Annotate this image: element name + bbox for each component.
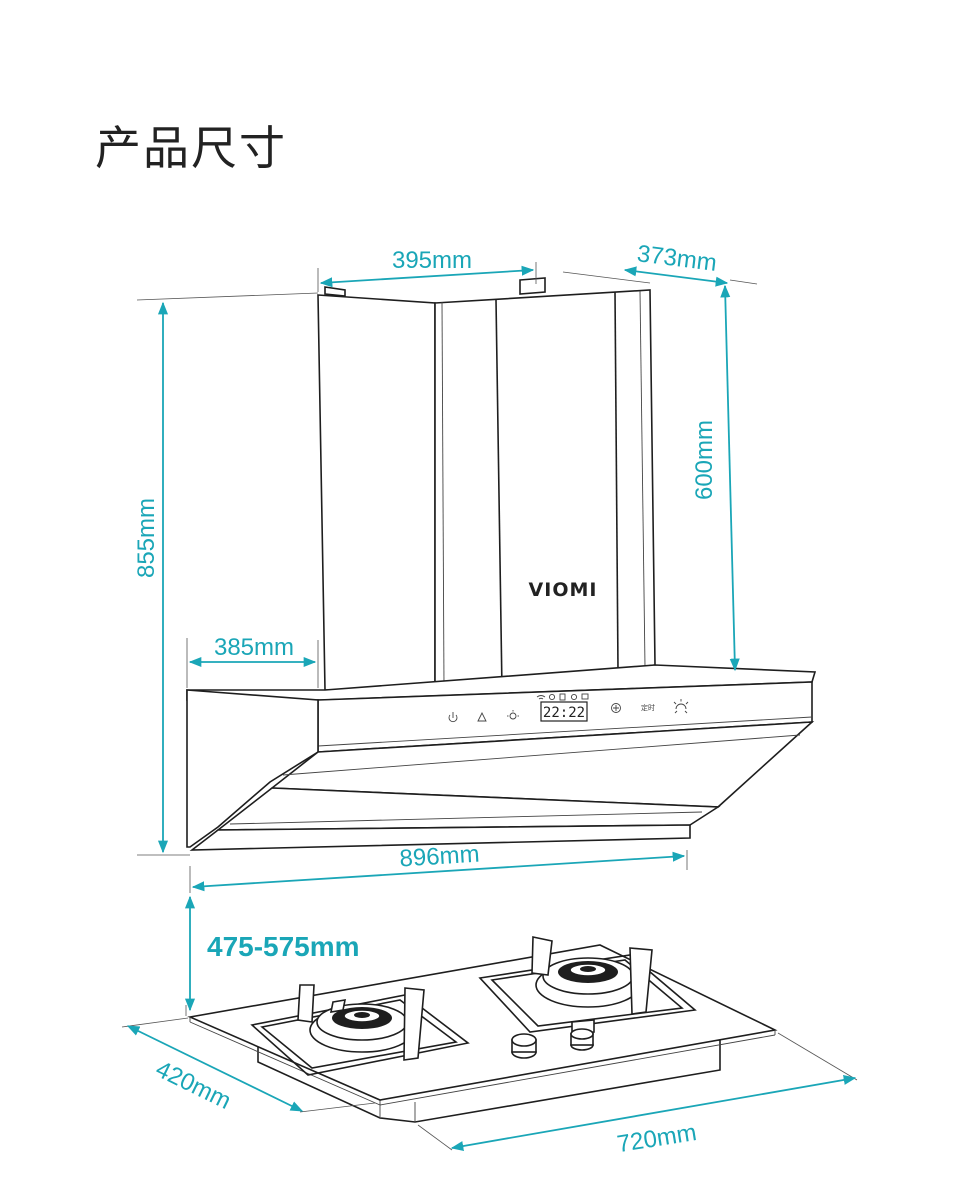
gas-stove bbox=[187, 936, 778, 1123]
fan-icon[interactable] bbox=[611, 703, 621, 713]
dimension-lines: 395mm 373mm 600mm 855mm 385mm 896mm 475-… bbox=[121, 240, 858, 1158]
status-icons-row bbox=[536, 693, 589, 701]
left-knob[interactable] bbox=[511, 1033, 537, 1059]
dim-stove-depth: 420mm bbox=[151, 1056, 235, 1115]
left-burner bbox=[250, 984, 470, 1076]
hood-body bbox=[186, 664, 817, 851]
dim-install-height: 475-575mm bbox=[207, 931, 360, 962]
brand-logo: VIOMI bbox=[529, 579, 598, 601]
clock-time: 22:22 bbox=[543, 705, 585, 721]
bell-icon[interactable] bbox=[477, 711, 487, 722]
control-panel: 22:22 定时 bbox=[448, 693, 689, 723]
right-knob[interactable] bbox=[570, 1028, 594, 1051]
dim-hood-width: 896mm bbox=[399, 841, 481, 873]
page-title: 产品尺寸 bbox=[95, 121, 287, 175]
dim-chimney-depth: 373mm bbox=[636, 240, 719, 277]
range-hood: VIOMI bbox=[186, 277, 817, 851]
timer-label[interactable]: 定时 bbox=[641, 703, 655, 712]
chimney: VIOMI bbox=[317, 277, 656, 691]
dim-hood-depth: 385mm bbox=[214, 634, 294, 661]
sun-icon[interactable] bbox=[673, 699, 689, 714]
dim-chimney-width: 395mm bbox=[392, 247, 472, 274]
light-icon[interactable] bbox=[507, 710, 519, 720]
dim-chimney-height: 600mm bbox=[691, 420, 718, 500]
dim-total-height: 855mm bbox=[133, 498, 160, 578]
dim-stove-width: 720mm bbox=[615, 1119, 698, 1158]
power-icon[interactable] bbox=[448, 712, 458, 723]
right-burner bbox=[478, 936, 697, 1035]
clock-display: 22:22 bbox=[540, 701, 588, 722]
